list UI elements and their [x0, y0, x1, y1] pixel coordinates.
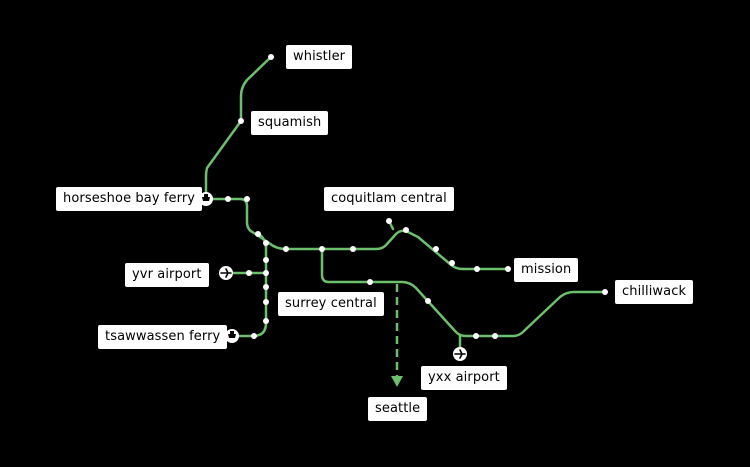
station-dot: [263, 299, 269, 305]
station-dot: [367, 279, 373, 285]
station-dot: [319, 246, 325, 252]
station-dot: [350, 246, 356, 252]
station-dot: [403, 227, 409, 233]
station-dot: [255, 231, 261, 237]
station-dot: [474, 266, 480, 272]
station-dot: [263, 284, 269, 290]
station-label-whistler[interactable]: whistler: [286, 45, 353, 69]
station-dot: [263, 270, 269, 276]
station-dot: [473, 333, 479, 339]
route-south-branch: [230, 233, 268, 338]
station-dot: [238, 118, 244, 124]
station-label-seattle[interactable]: seattle: [368, 397, 428, 421]
station-dots: [225, 54, 608, 339]
ferry-icon: [199, 192, 213, 206]
station-dot: [251, 333, 257, 339]
station-label-chilliwack[interactable]: chilliwack: [615, 280, 694, 304]
station-dot: [263, 257, 269, 263]
station-dot: [505, 266, 511, 272]
station-dot: [283, 246, 289, 252]
station-dot: [386, 218, 392, 224]
station-label-coquitlam-central[interactable]: coquitlam central: [324, 187, 454, 211]
station-dot: [263, 318, 269, 324]
station-label-surrey-central[interactable]: surrey central: [278, 292, 384, 316]
station-dot: [602, 289, 608, 295]
station-label-tsawwassen-ferry[interactable]: tsawwassen ferry: [98, 325, 228, 349]
station-dot: [449, 260, 455, 266]
route-chilliwack-line: [320, 247, 607, 338]
station-label-mission[interactable]: mission: [514, 258, 579, 282]
station-label-yxx-airport[interactable]: yxx airport: [421, 366, 507, 390]
station-label-horseshoe-bay-ferry[interactable]: horseshoe bay ferry: [56, 187, 203, 211]
station-dot: [244, 196, 250, 202]
route-seattle-dashed: [391, 284, 403, 387]
airplane-icon: [219, 266, 233, 280]
airplane-icon: [453, 347, 467, 361]
route-horseshoe-junction: [204, 197, 271, 245]
station-dot: [433, 246, 439, 252]
seattle-arrow-icon: [391, 376, 403, 387]
station-dot: [492, 333, 498, 339]
route-mission-line: [267, 229, 510, 271]
station-dot: [268, 54, 274, 60]
station-dot: [225, 196, 231, 202]
station-dot: [263, 240, 269, 246]
station-dot: [425, 298, 431, 304]
station-label-yvr-airport[interactable]: yvr airport: [125, 263, 209, 287]
station-label-squamish[interactable]: squamish: [251, 111, 329, 135]
ferry-icon: [225, 329, 239, 343]
station-dot: [246, 270, 252, 276]
